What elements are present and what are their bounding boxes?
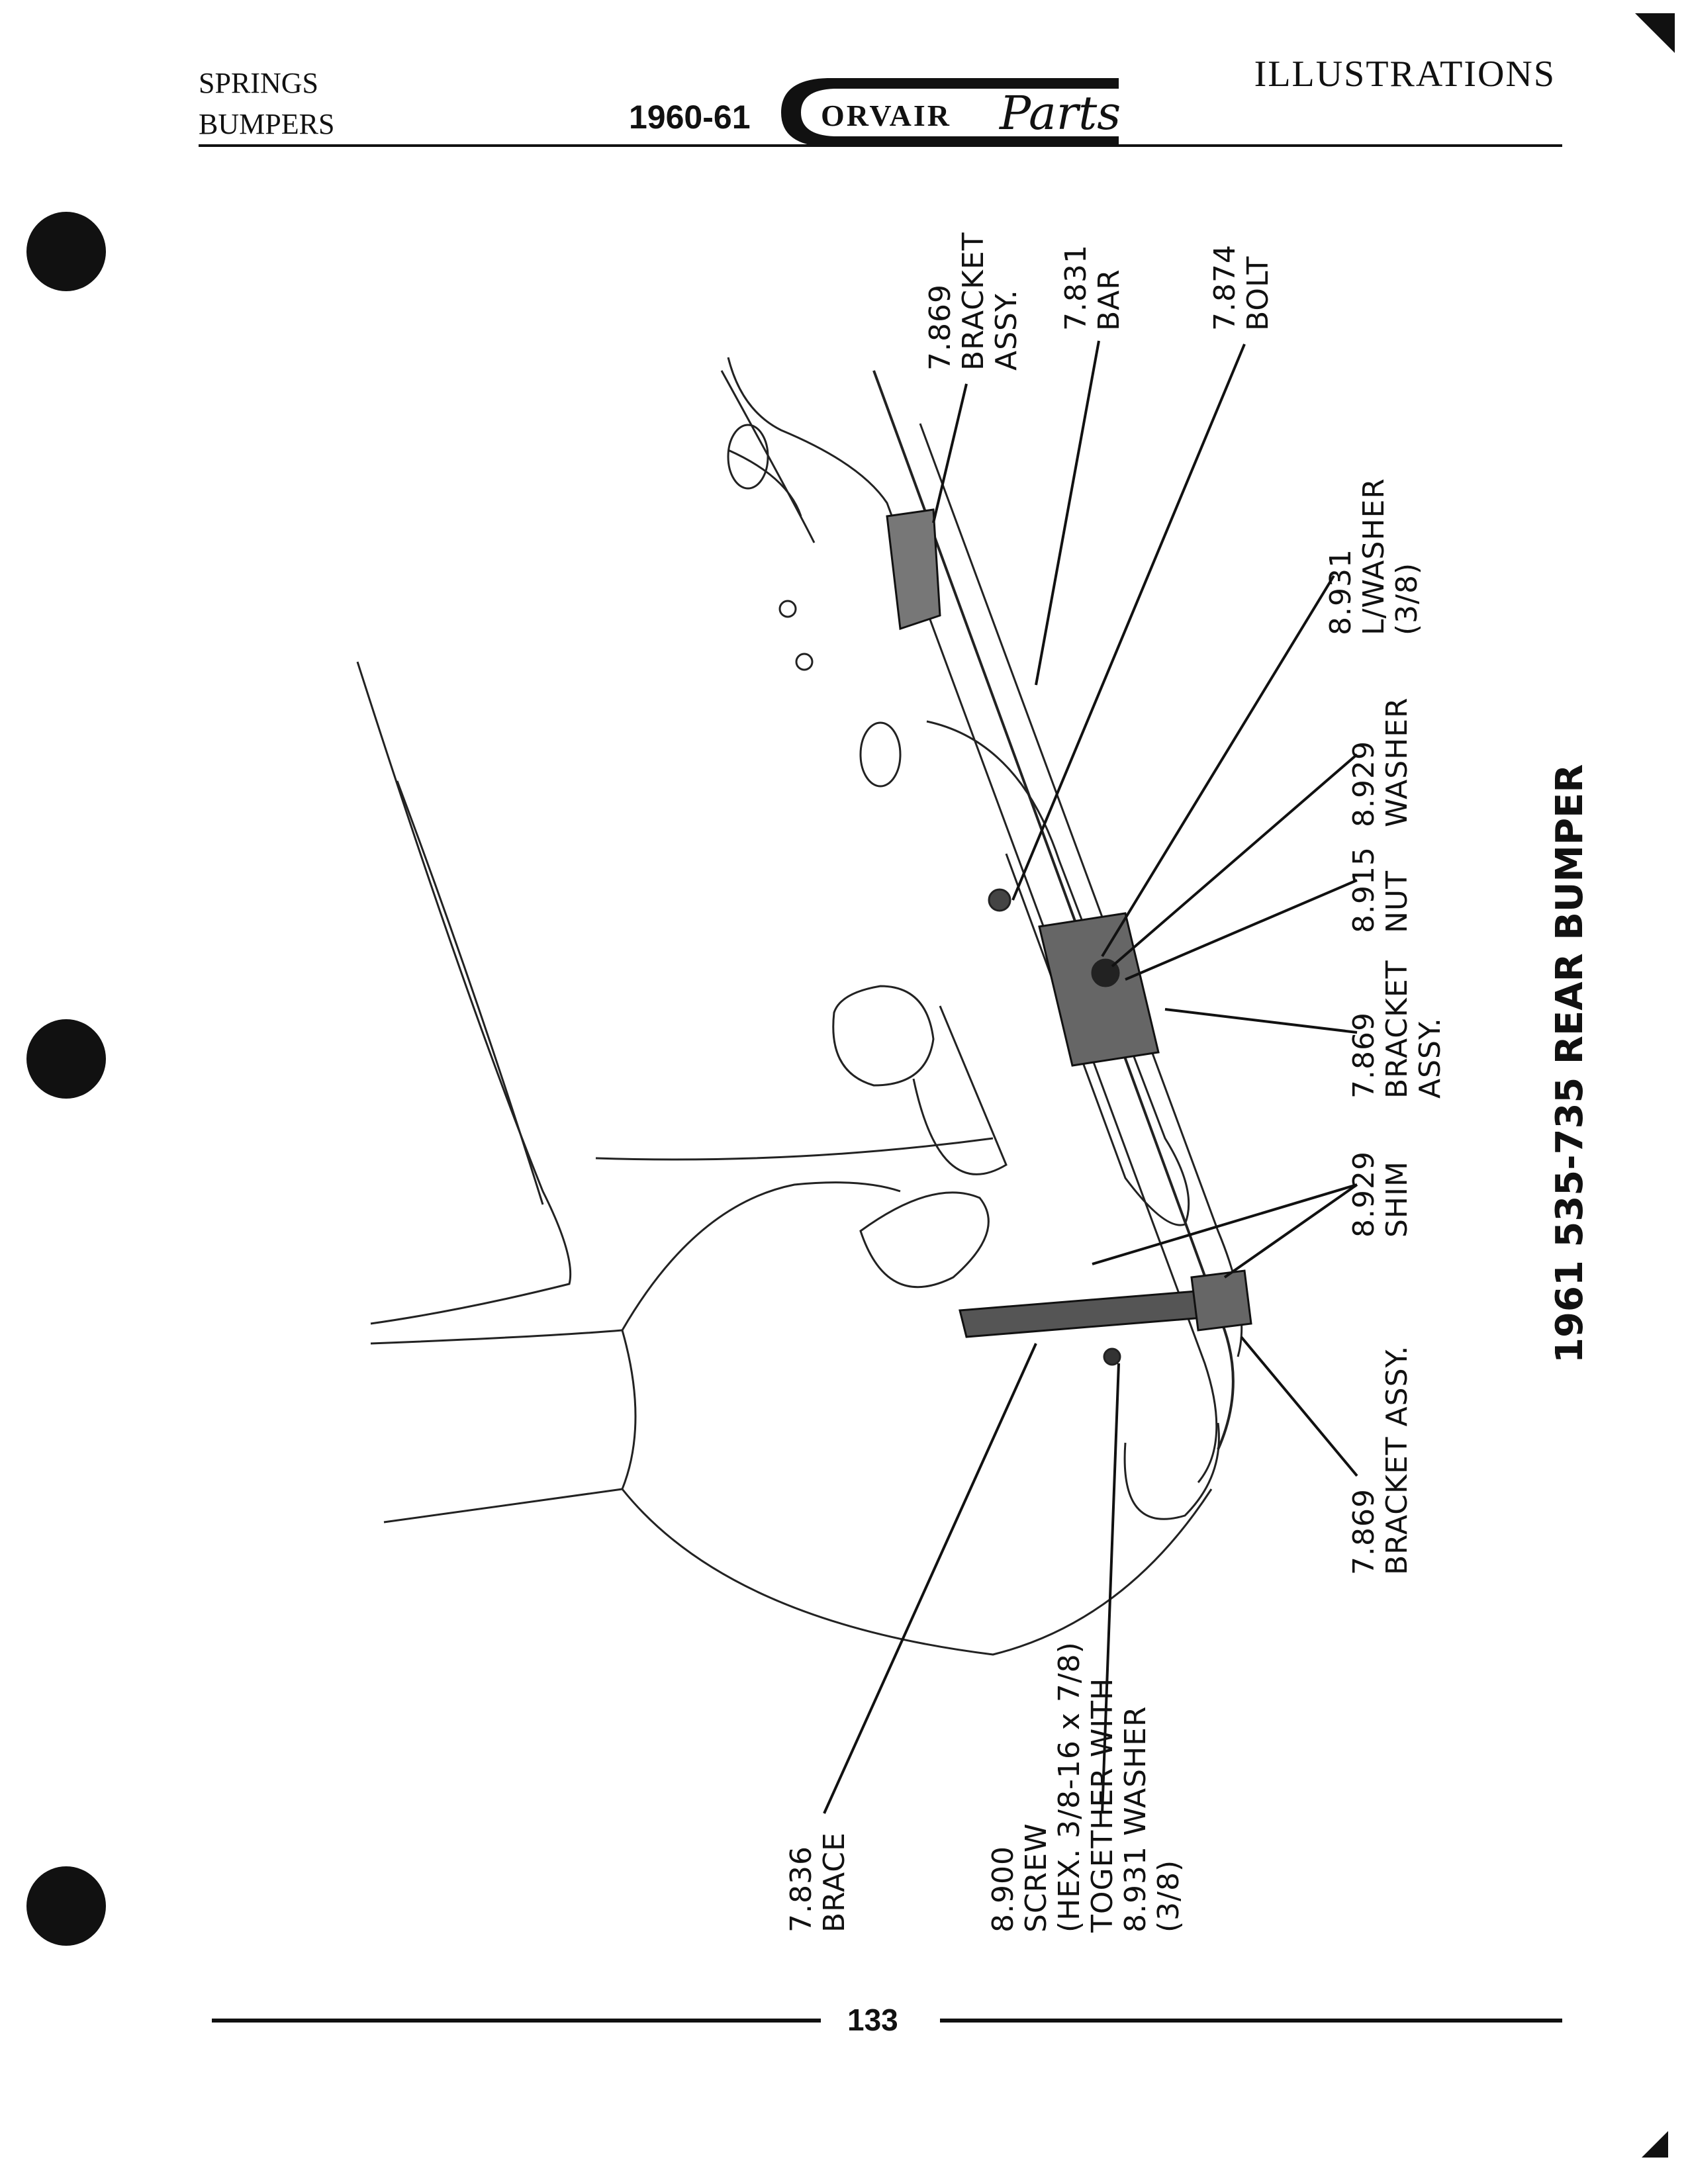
callout-c5: 8.929 WASHER <box>1347 697 1414 827</box>
part-number: 8.929 <box>1347 1151 1381 1238</box>
part-name: BRACKET ASSY. <box>1380 1345 1414 1575</box>
part-name-cont: ASSY. <box>990 289 1023 371</box>
leader-line <box>823 1343 1037 1814</box>
section-heading: SPRINGS BUMPERS <box>199 63 334 145</box>
part-number: 7.869 <box>1347 1488 1381 1575</box>
callout-c8: 8.929 SHIM <box>1347 1151 1414 1238</box>
callout-c1: 7.869 BRACKET ASSY. <box>923 232 1023 371</box>
part-name-cont: ASSY. <box>1413 1017 1447 1099</box>
brand-parts-script: Parts <box>1000 86 1121 140</box>
part-number: 7.869 <box>1347 1012 1381 1099</box>
footer-rule-right <box>940 2019 1562 2023</box>
part-note-washer: 8.931 WASHER <box>1119 1706 1152 1933</box>
part-name: WASHER <box>1380 697 1414 827</box>
callout-c2: 7.831 BAR <box>1059 244 1126 331</box>
callout-c9: 7.869 BRACKET ASSY. <box>1347 1345 1414 1575</box>
part-number: 7.869 <box>923 284 957 371</box>
callout-c4: 8.931 L/WASHER (3/8) <box>1324 478 1424 635</box>
part-number: 7.874 <box>1208 244 1242 331</box>
callout-c3: 7.874 BOLT <box>1208 244 1275 331</box>
brand-name: ORVAIR <box>821 99 952 132</box>
part-name: NUT <box>1380 870 1414 933</box>
corner-mark <box>1635 13 1675 53</box>
page-number: 133 <box>847 2003 898 2037</box>
callout-c10: 7.836 BRACE <box>784 1832 851 1933</box>
part-number: 8.929 <box>1347 741 1381 827</box>
part-number: 8.900 <box>986 1846 1020 1933</box>
part-name: BRACKET <box>957 232 990 371</box>
part-name: BAR <box>1092 269 1126 331</box>
part-number: 8.915 <box>1347 846 1381 933</box>
leader-line <box>1125 879 1358 981</box>
part-number: 7.836 <box>784 1846 818 1933</box>
part-name: SHIM <box>1380 1161 1414 1238</box>
section-springs: SPRINGS <box>199 67 318 99</box>
part-number: 7.831 <box>1059 244 1093 331</box>
callout-c6: 8.915 NUT <box>1347 846 1414 933</box>
diagram-title: 1961 535-735 REAR BUMPER <box>1548 764 1591 1363</box>
punch-hole <box>26 1019 106 1099</box>
punch-hole <box>26 1866 106 1946</box>
car-body-drawing <box>356 357 1252 1656</box>
leader-lines <box>823 340 1358 1814</box>
part-name: BOLT <box>1241 256 1275 331</box>
corvair-logo <box>781 78 1119 147</box>
part-name: SCREW <box>1019 1823 1053 1933</box>
part-note: TOGETHER WITH <box>1086 1678 1119 1933</box>
callout-c7: 7.869 BRACKET ASSY. <box>1347 960 1447 1099</box>
leader-line <box>1223 1183 1358 1279</box>
part-name: BRACE <box>818 1832 851 1933</box>
punch-hole <box>26 212 106 291</box>
part-size: (3/8) <box>1390 563 1424 635</box>
leader-line <box>932 383 968 523</box>
leader-line <box>1111 753 1358 968</box>
header-rule <box>199 144 1562 147</box>
part-spec: (HEX. 3/8-16 x 7/8) <box>1053 1641 1086 1933</box>
callout-c11: 8.900 SCREW (HEX. 3/8-16 x 7/8) TOGETHER… <box>986 1641 1186 1933</box>
corner-mark <box>1642 2131 1668 2158</box>
leader-line <box>1164 1008 1358 1034</box>
part-number: 8.931 <box>1324 549 1358 635</box>
brand-year: 1960-61 <box>629 99 751 136</box>
part-name: BRACKET <box>1380 960 1414 1099</box>
part-name: L/WASHER <box>1357 478 1391 635</box>
leader-line <box>1240 1336 1358 1477</box>
leader-line <box>1092 1183 1358 1265</box>
leader-line <box>1101 574 1335 958</box>
leader-line <box>1011 343 1246 901</box>
category-heading: ILLUSTRATIONS <box>1254 54 1556 95</box>
section-bumpers: BUMPERS <box>199 108 335 140</box>
footer-rule-left <box>212 2019 821 2023</box>
part-size: (3/8) <box>1152 1860 1186 1933</box>
leader-line <box>1101 1363 1120 1814</box>
leader-line <box>1035 340 1100 686</box>
